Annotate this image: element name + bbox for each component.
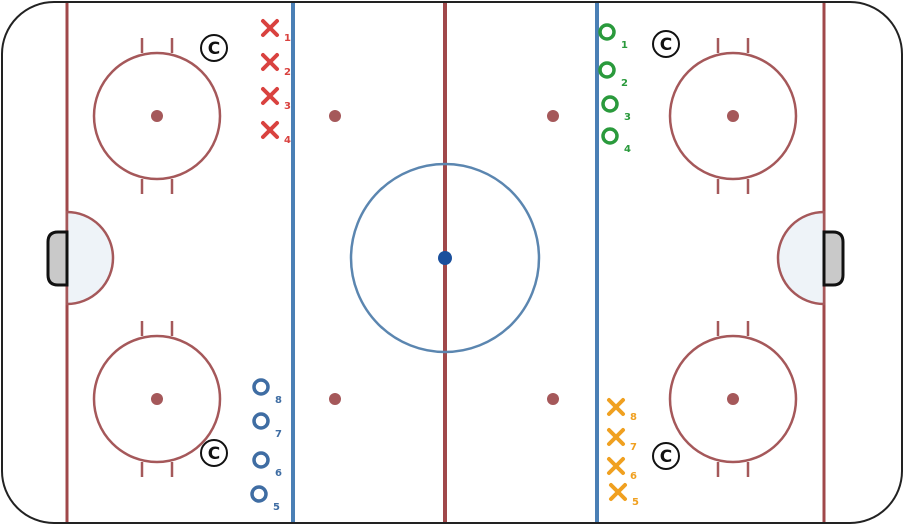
player-number-label: 8	[630, 412, 637, 423]
player-x-marker: 2	[261, 53, 291, 78]
player-number-label: 3	[284, 101, 291, 112]
faceoff-dot-bottom-left	[151, 393, 163, 405]
crease-left	[65, 210, 115, 306]
faceoff-dot-top-left	[151, 110, 163, 122]
goal-net-right	[822, 230, 845, 287]
center-faceoff-circle	[349, 162, 541, 354]
cone-marker: C	[200, 34, 228, 62]
player-x-marker: 1	[261, 19, 291, 44]
player-o-marker: 4	[601, 127, 631, 155]
player-o-marker: 8	[252, 378, 282, 406]
faceoff-circle-bottom-left	[92, 321, 222, 477]
player-number-label: 6	[630, 471, 637, 482]
svg-text:C: C	[660, 35, 672, 55]
player-o-marker: 3	[601, 95, 631, 123]
player-o-marker: 1	[598, 23, 628, 51]
goal-net-left	[46, 230, 69, 287]
crease-right	[776, 210, 826, 306]
faceoff-circle-top-left	[92, 38, 222, 194]
faceoff-circle-bottom-right	[668, 321, 798, 477]
player-x-marker: 3	[261, 87, 291, 112]
player-x-marker: 8	[607, 398, 637, 423]
neutral-dot-bottom-right	[547, 393, 559, 405]
player-number-label: 8	[275, 395, 282, 406]
player-number-label: 2	[284, 67, 291, 78]
center-faceoff-dot	[438, 251, 452, 265]
player-x-marker: 4	[261, 121, 291, 146]
faceoff-circle-top-right	[668, 38, 798, 194]
blue-o-players: 8 7 6 5	[250, 378, 282, 513]
player-number-label: 1	[284, 33, 291, 44]
red-x-players: 1 2 3 4	[261, 19, 291, 146]
svg-text:C: C	[208, 444, 220, 464]
player-x-marker: 7	[607, 428, 637, 453]
player-o-marker: 5	[250, 485, 280, 513]
green-o-players: 1 2 3 4	[598, 23, 631, 155]
player-o-marker: 7	[252, 412, 282, 440]
faceoff-dot-bottom-right	[727, 393, 739, 405]
neutral-dot-top-right	[547, 110, 559, 122]
player-o-marker: 6	[252, 451, 282, 479]
player-number-label: 5	[632, 497, 639, 508]
neutral-dot-bottom-left	[329, 393, 341, 405]
player-number-label: 3	[624, 112, 631, 123]
player-x-marker: 5	[609, 483, 639, 508]
cone-marker: C	[652, 30, 680, 58]
svg-text:C: C	[208, 39, 220, 59]
player-number-label: 7	[275, 429, 282, 440]
player-number-label: 1	[621, 40, 628, 51]
neutral-dot-top-left	[329, 110, 341, 122]
player-number-label: 4	[284, 135, 291, 146]
player-number-label: 2	[621, 78, 628, 89]
player-number-label: 5	[273, 502, 280, 513]
cone-marker: C	[200, 439, 228, 467]
player-x-marker: 6	[607, 457, 637, 482]
player-number-label: 7	[630, 442, 637, 453]
player-number-label: 4	[624, 144, 631, 155]
svg-text:C: C	[660, 447, 672, 467]
player-number-label: 6	[275, 468, 282, 479]
orange-x-players: 8 7 6 5	[607, 398, 639, 508]
faceoff-dot-top-right	[727, 110, 739, 122]
cone-marker: C	[652, 442, 680, 470]
player-o-marker: 2	[598, 61, 628, 89]
